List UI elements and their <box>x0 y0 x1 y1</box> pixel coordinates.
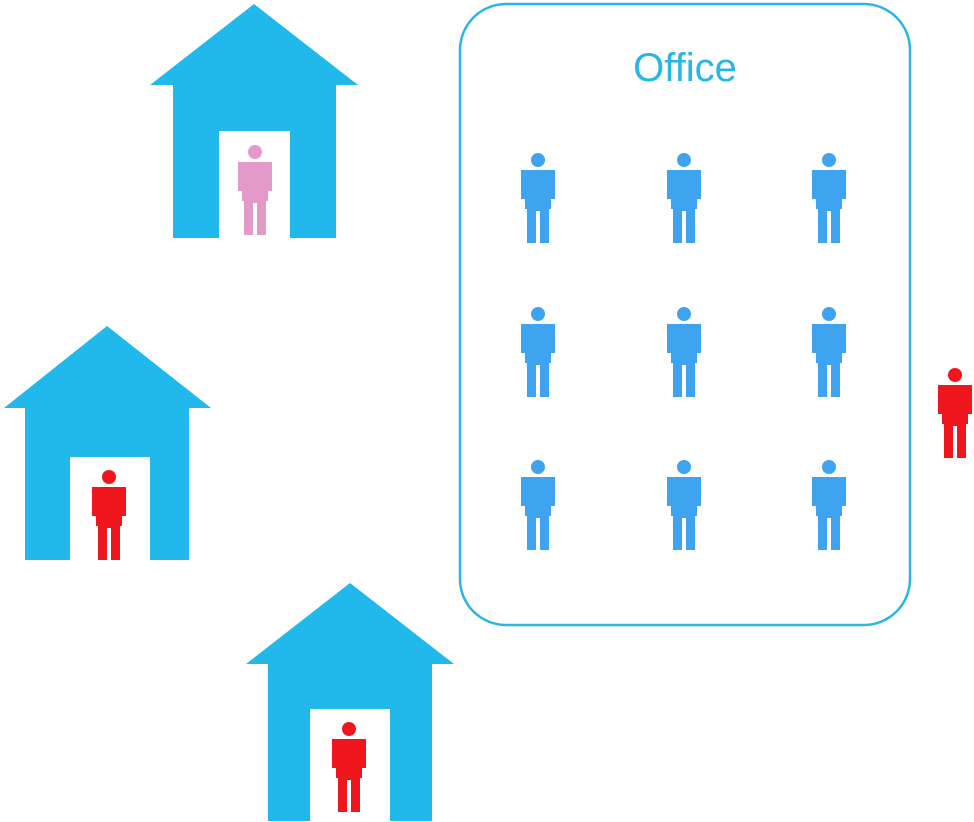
office-box <box>458 2 912 627</box>
office-workers <box>521 153 846 550</box>
office-worker-person-icon <box>667 460 701 550</box>
office-worker-person-icon <box>667 153 701 243</box>
office-worker-person-icon <box>521 307 555 397</box>
house-3 <box>246 583 454 821</box>
office-worker-person-icon <box>812 307 846 397</box>
office-worker-person-icon <box>521 460 555 550</box>
office-worker-person-icon <box>812 460 846 550</box>
house-2 <box>4 326 211 560</box>
outside-person-icon <box>938 368 972 458</box>
office-title: Office <box>633 46 737 90</box>
house-2-roof <box>4 326 211 408</box>
house-1-roof <box>150 4 358 85</box>
house-3-roof <box>246 583 454 664</box>
house-1 <box>150 4 358 238</box>
office-worker-person-icon <box>812 153 846 243</box>
office-worker-person-icon <box>521 153 555 243</box>
office-worker-person-icon <box>667 307 701 397</box>
